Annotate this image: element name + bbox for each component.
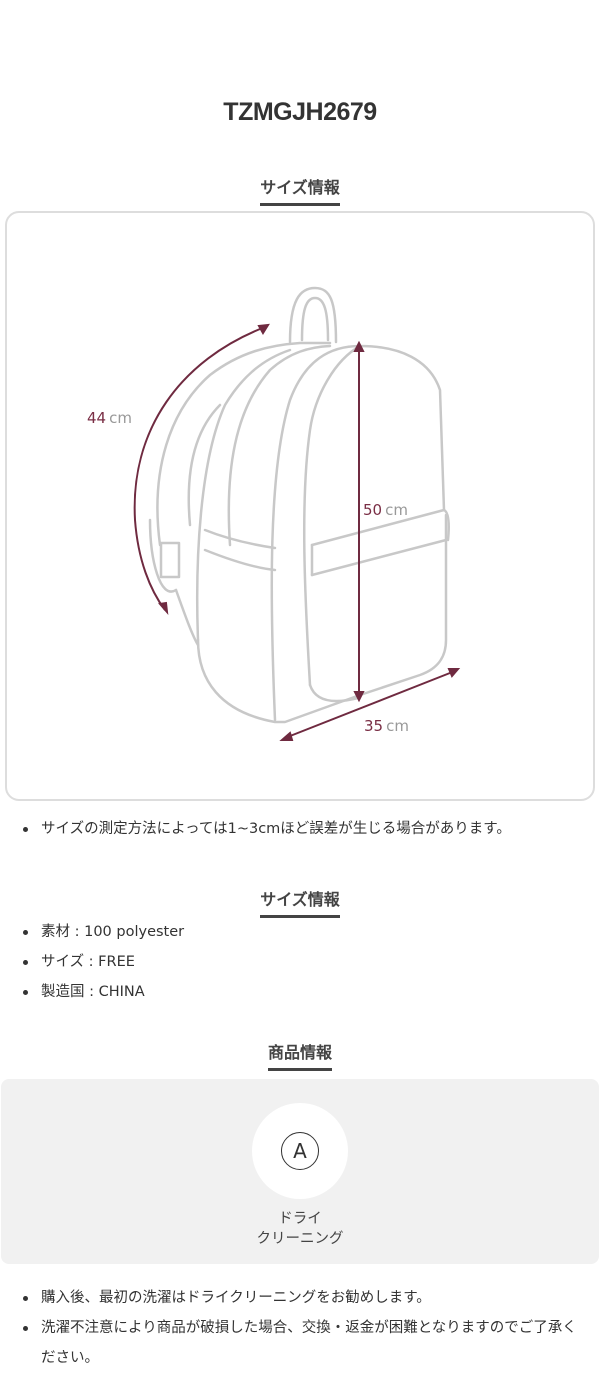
spec-heading: サイズ情報 — [0, 886, 600, 918]
care-label: ドライ クリーニング — [1, 1209, 599, 1249]
dry-clean-icon: A — [281, 1132, 319, 1170]
spec-list: 素材 : 100 polyester サイズ : FREE 製造国 : CHIN… — [22, 917, 184, 1007]
measurement-unit: cm — [109, 409, 132, 427]
care-label-line2: クリーニング — [256, 1231, 344, 1247]
care-label-line1: ドライ — [278, 1211, 322, 1227]
product-code-title: TZMGJH2679 — [223, 98, 377, 126]
size-note-list: サイズの測定方法によっては1~3cmほど誤差が生じる場合があります。 — [22, 814, 511, 844]
spec-size: サイズ : FREE — [22, 947, 184, 977]
size-note: サイズの測定方法によっては1~3cmほど誤差が生じる場合があります。 — [22, 814, 511, 844]
dry-clean-icon-wrapper: A — [252, 1103, 348, 1199]
care-notes-list: 購入後、最初の洗濯はドライクリーニングをお勧めします。 洗濯不注意により商品が破… — [22, 1283, 582, 1373]
size-info-heading-text: サイズ情報 — [260, 174, 340, 206]
measurement-value: 44 — [87, 409, 107, 427]
backpack-illustration — [133, 286, 461, 741]
measurement-value: 50 — [363, 501, 383, 519]
size-info-heading: サイズ情報 — [0, 174, 600, 206]
spec-heading-text: サイズ情報 — [260, 886, 340, 918]
measurement-unit: cm — [385, 501, 408, 519]
care-note: 洗濯不注意により商品が破損した場合、交換・返金が困難となりますのでご了承ください… — [22, 1313, 582, 1373]
product-info-heading-text: 商品情報 — [267, 1039, 332, 1071]
care-instructions: A ドライ クリーニング — [1, 1079, 599, 1264]
care-note: 購入後、最初の洗濯はドライクリーニングをお勧めします。 — [22, 1283, 582, 1313]
measurement-value: 35 — [364, 717, 384, 735]
spec-origin: 製造国 : CHINA — [22, 977, 184, 1007]
spec-material: 素材 : 100 polyester — [22, 917, 184, 947]
product-info-heading: 商品情報 — [0, 1039, 600, 1071]
measurement-unit: cm — [386, 717, 409, 735]
